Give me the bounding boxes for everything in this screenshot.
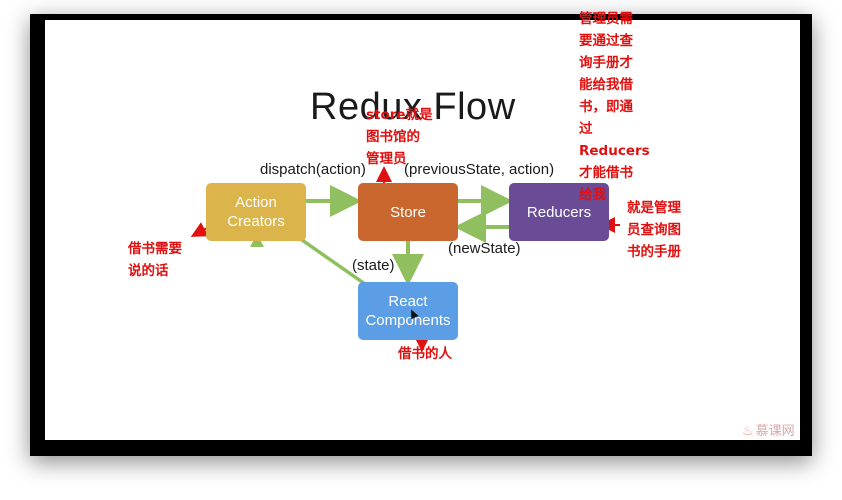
- node-react-components-line1: React: [388, 293, 428, 310]
- annotation-reducers-line: 能给我借: [579, 77, 633, 93]
- annotation-reducers-line: 给我: [579, 187, 606, 203]
- edge-label-state: (state): [352, 257, 395, 274]
- watermark: ♨慕课网: [742, 420, 795, 439]
- annotation-react-components: 借书的人: [398, 346, 452, 362]
- annotation-reducers-line: 书，即通: [579, 99, 633, 115]
- edge-label-new-state: (newState): [448, 240, 521, 257]
- annotation-store-line: store就是: [366, 107, 433, 123]
- node-react-components-line2: Components: [365, 312, 451, 329]
- annotation-store: store就是 图书馆的 管理员: [366, 104, 433, 170]
- annotation-store-line: 图书馆的: [366, 129, 420, 145]
- node-reducers-label: Reducers: [526, 203, 592, 221]
- flame-icon: ♨: [742, 424, 754, 439]
- node-store: Store: [358, 183, 458, 241]
- annotation-manual-line: 就是管理: [627, 200, 681, 216]
- annotation-reducers-line: 管理员需: [579, 11, 633, 27]
- node-action-creators-line1: Action: [235, 194, 277, 211]
- annotation-reducers-line: Reducers: [579, 143, 650, 159]
- diagram-title: Redux Flow: [310, 86, 516, 128]
- annotation-action-line: 说的话: [128, 263, 169, 279]
- annotation-reducers-line: 要通过查: [579, 33, 633, 49]
- annotation-reducers-line: 才能借书: [579, 165, 633, 181]
- annotation-action-line: 借书需要: [128, 241, 182, 257]
- annotation-action-creators: 借书需要 说的话: [128, 238, 182, 282]
- annotation-reducers-explanation: 管理员需 要通过查 询手册才 能给我借 书，即通 过 Reducers 才能借书…: [579, 8, 650, 206]
- annotation-reducers-line: 询手册才: [579, 55, 633, 71]
- annotation-reducers-line: 过: [579, 121, 593, 137]
- node-action-creators-line2: Creators: [227, 213, 285, 230]
- node-react-components: React Components: [358, 282, 458, 340]
- edge-label-dispatch: dispatch(action): [260, 161, 366, 178]
- annotation-store-line: 管理员: [366, 151, 407, 167]
- edge-label-previous-state: (previousState, action): [404, 161, 555, 178]
- annotation-manual-line: 书的手册: [627, 244, 681, 260]
- node-reducers: Reducers: [509, 183, 609, 241]
- node-action-creators: Action Creators: [206, 183, 306, 241]
- node-store-label: Store: [390, 203, 426, 221]
- watermark-text: 慕课网: [755, 424, 795, 439]
- annotation-reducers-manual: 就是管理 员查询图 书的手册: [627, 197, 681, 263]
- annotation-manual-line: 员查询图: [627, 222, 681, 238]
